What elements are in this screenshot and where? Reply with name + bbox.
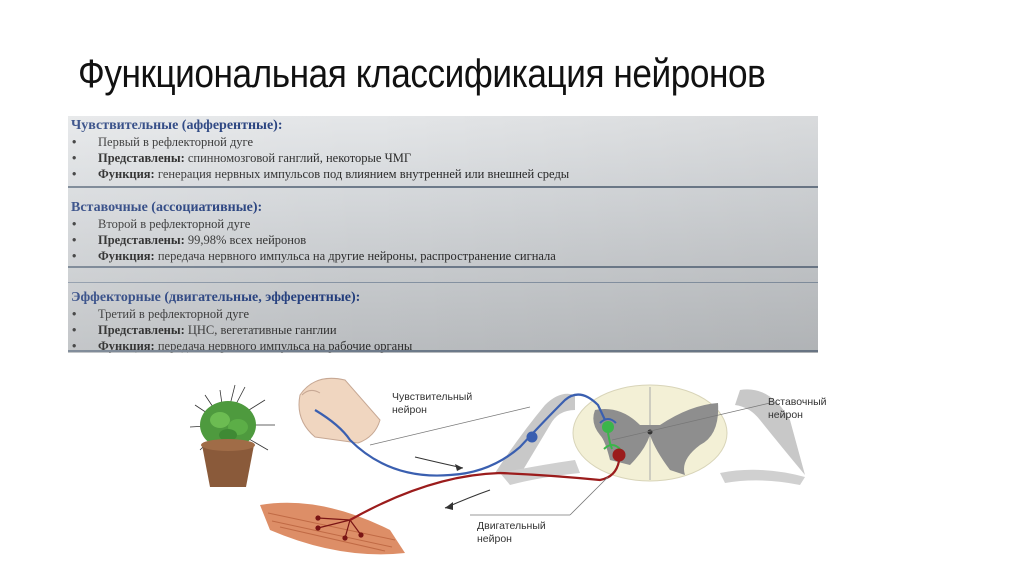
nerve-root-ventral [500, 460, 580, 485]
muscle-icon [260, 502, 405, 555]
sensory-neuron-path [314, 393, 606, 477]
motor-neuron-label: Двигательный нейрон [477, 520, 546, 545]
sensory-neuron-body [526, 431, 538, 443]
divider [68, 282, 818, 283]
list-item: Представлены: 99,98% всех нейронов [68, 232, 818, 248]
divider [68, 350, 818, 352]
list-item: Функция: передача нервного импульса на д… [68, 248, 818, 264]
section-heading: Эффекторные (двигательные, эфферентные): [71, 290, 361, 305]
list-item: Первый в рефлекторной дуге [68, 134, 818, 150]
section-interneuron: Вставочные (ассоциативные): Второй в реф… [68, 200, 818, 264]
section-heading: Вставочные (ассоциативные): [71, 200, 263, 215]
section-sensory: Чувствительные (афферентные): Первый в р… [68, 118, 818, 182]
motor-neuron-body [612, 448, 626, 462]
section-effector: Эффекторные (двигательные, эфферентные):… [68, 290, 818, 353]
list-item: Представлены: спинномозговой ганглий, не… [68, 150, 818, 166]
list-item: Третий в рефлекторной дуге [68, 306, 818, 322]
finger-icon [298, 377, 381, 444]
divider [68, 266, 818, 268]
motor-neuron-path [349, 460, 621, 521]
list-item: Функция: передача нервного импульса на р… [68, 338, 818, 353]
reflex-arc-illustration [189, 377, 805, 555]
slide-title: Функциональная классификация нейронов [78, 52, 766, 96]
list-item: Функция: генерация нервных импульсов под… [68, 166, 818, 182]
cactus-icon [189, 384, 275, 487]
section-heading: Чувствительные (афферентные): [71, 118, 283, 133]
interneuron-body [602, 421, 614, 433]
reflex-arc-diagram: Чувствительный нейрон Вставочный нейрон … [180, 365, 880, 570]
sensory-neuron-label: Чувствительный нейрон [392, 391, 473, 416]
list-item: Второй в рефлекторной дуге [68, 216, 818, 232]
classification-photo: Чувствительные (афферентные): Первый в р… [68, 116, 818, 353]
interneuron-label: Вставочный нейрон [768, 396, 827, 421]
divider [68, 186, 818, 188]
list-item: Представлены: ЦНС, вегетативные ганглии [68, 322, 818, 338]
spinal-cord-section [572, 384, 728, 482]
